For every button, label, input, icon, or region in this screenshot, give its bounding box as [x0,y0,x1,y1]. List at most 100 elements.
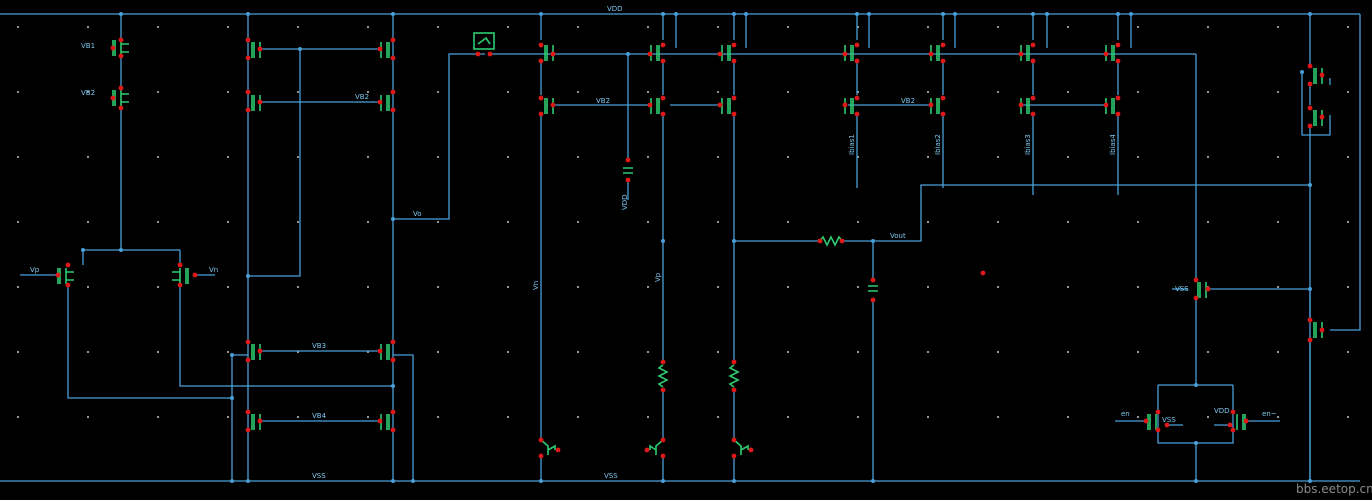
wire-junction [119,248,123,252]
grid-dot [787,286,789,288]
grid-dot [1207,91,1209,93]
pin-dot [65,282,71,288]
grid-dot [1277,416,1279,418]
pin-dot [1230,409,1236,415]
grid-dot [437,221,439,223]
grid-dot [297,221,299,223]
grid-dot [437,351,439,353]
pmos-vn-input [172,268,189,284]
grid-dot [647,286,649,288]
grid-dot [1277,221,1279,223]
grid-dot [1347,286,1349,288]
wire-junction [246,274,250,278]
wire-junction [953,12,957,16]
grid-dot [297,286,299,288]
grid-dot [87,416,89,418]
pin-dot [1030,58,1036,64]
pin-dot [748,447,754,453]
grid-dot [17,286,19,288]
grid-dot [1207,351,1209,353]
grid-dot [577,91,579,93]
pin-dot [928,51,934,57]
grid-dot [1207,416,1209,418]
grid-dot [717,416,719,418]
grid-dot [1067,286,1069,288]
grid-dot [157,351,159,353]
grid-dot [927,221,929,223]
label-vss-right: VSS [1175,285,1189,293]
pin-dot [660,453,666,459]
wire-junction [119,12,123,16]
pin-dot [245,55,251,61]
pin-dot [940,58,946,64]
grid-dot [1137,416,1139,418]
pin-dot [731,387,737,393]
pin-dot [245,427,251,433]
grid-dot [507,221,509,223]
pin-dot [538,95,544,101]
pin-dot [257,99,263,105]
label-vp-input: Vp [30,266,40,274]
pin-dot [940,95,946,101]
pin-dot [660,95,666,101]
pin-dot [660,58,666,64]
pin-dot [1115,111,1121,117]
pin-dot [245,37,251,43]
capacitor-2 [868,285,878,292]
pin-dot [660,42,666,48]
grid-dot [87,221,89,223]
label-vb2-left: VB2 [81,89,95,97]
grid-dot [997,351,999,353]
label-vss-mid: VSS [604,472,618,480]
grid-dot [157,286,159,288]
grid-dot [997,156,999,158]
grid-dot [1137,91,1139,93]
pin-dot [55,272,61,278]
wire-junction [1194,441,1198,445]
wire-junction [230,353,234,357]
pin-dot [257,418,263,424]
wire-junction [661,479,665,483]
pin-dot [1319,327,1325,333]
grid-dot [17,221,19,223]
wire-junction [732,479,736,483]
wire-junction [871,479,875,483]
grid-dot [577,286,579,288]
nmos-vb4-r [380,414,390,430]
pmos-vb2 [112,90,129,106]
grid-dot [17,26,19,28]
pin-dot [1193,295,1199,301]
grid-dot [857,221,859,223]
grid-dot [1067,91,1069,93]
wire-junction [1045,12,1049,16]
pmos-r2 [380,95,390,111]
pin-dot [390,339,396,345]
pin-dot [1155,427,1161,433]
pin-dot [475,51,481,57]
label-vb2-mid: VB2 [355,93,369,101]
pin-dot [1155,409,1161,415]
grid-dots [17,26,1349,418]
grid-dot [1137,156,1139,158]
pin-dot [110,95,116,101]
pin-dots [55,12,1325,483]
wire-junction [411,479,415,483]
pin-dot [928,102,934,108]
label-vdd: VDD [607,5,623,13]
pin-dot [257,46,263,52]
label-enb: en~ [1262,410,1277,418]
pin-dot [839,238,845,244]
pin-dot [660,437,666,443]
pin-dot [731,359,737,365]
pin-dot [660,387,666,393]
grid-dot [927,156,929,158]
grid-dot [997,286,999,288]
wire-junction [626,52,630,56]
grid-dot [367,286,369,288]
wire-junction [1129,12,1133,16]
label-vdd-tg: VDD [1214,407,1230,415]
pin-dot [245,357,251,363]
devices [57,32,1323,455]
pin-dot [647,51,653,57]
grid-dot [787,351,789,353]
